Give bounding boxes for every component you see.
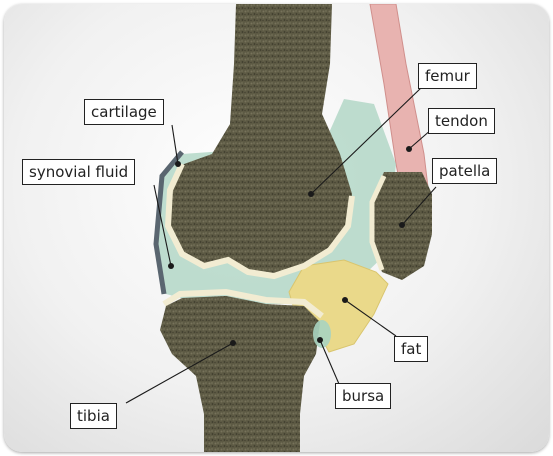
label-patella: patella <box>432 158 497 184</box>
tibia-shape <box>160 296 320 452</box>
label-bursa: bursa <box>335 383 391 409</box>
label-synovial-fluid: synovial fluid <box>22 159 135 185</box>
label-tibia: tibia <box>70 403 117 429</box>
fat-dot <box>342 297 348 303</box>
tendon-dot <box>406 146 412 152</box>
synovial-fluid-dot <box>168 263 174 269</box>
diagram-panel: femur tendon cartilage patella synovial … <box>4 4 549 452</box>
cartilage-dot <box>175 161 181 167</box>
label-femur: femur <box>418 63 477 89</box>
label-fat: fat <box>394 336 428 362</box>
femur-shape <box>168 4 352 276</box>
bursa-dot <box>317 337 323 343</box>
tibia-dot <box>230 340 236 346</box>
femur-dot <box>308 191 314 197</box>
label-tendon: tendon <box>428 108 495 134</box>
label-cartilage: cartilage <box>84 99 164 125</box>
patella-dot <box>399 222 405 228</box>
